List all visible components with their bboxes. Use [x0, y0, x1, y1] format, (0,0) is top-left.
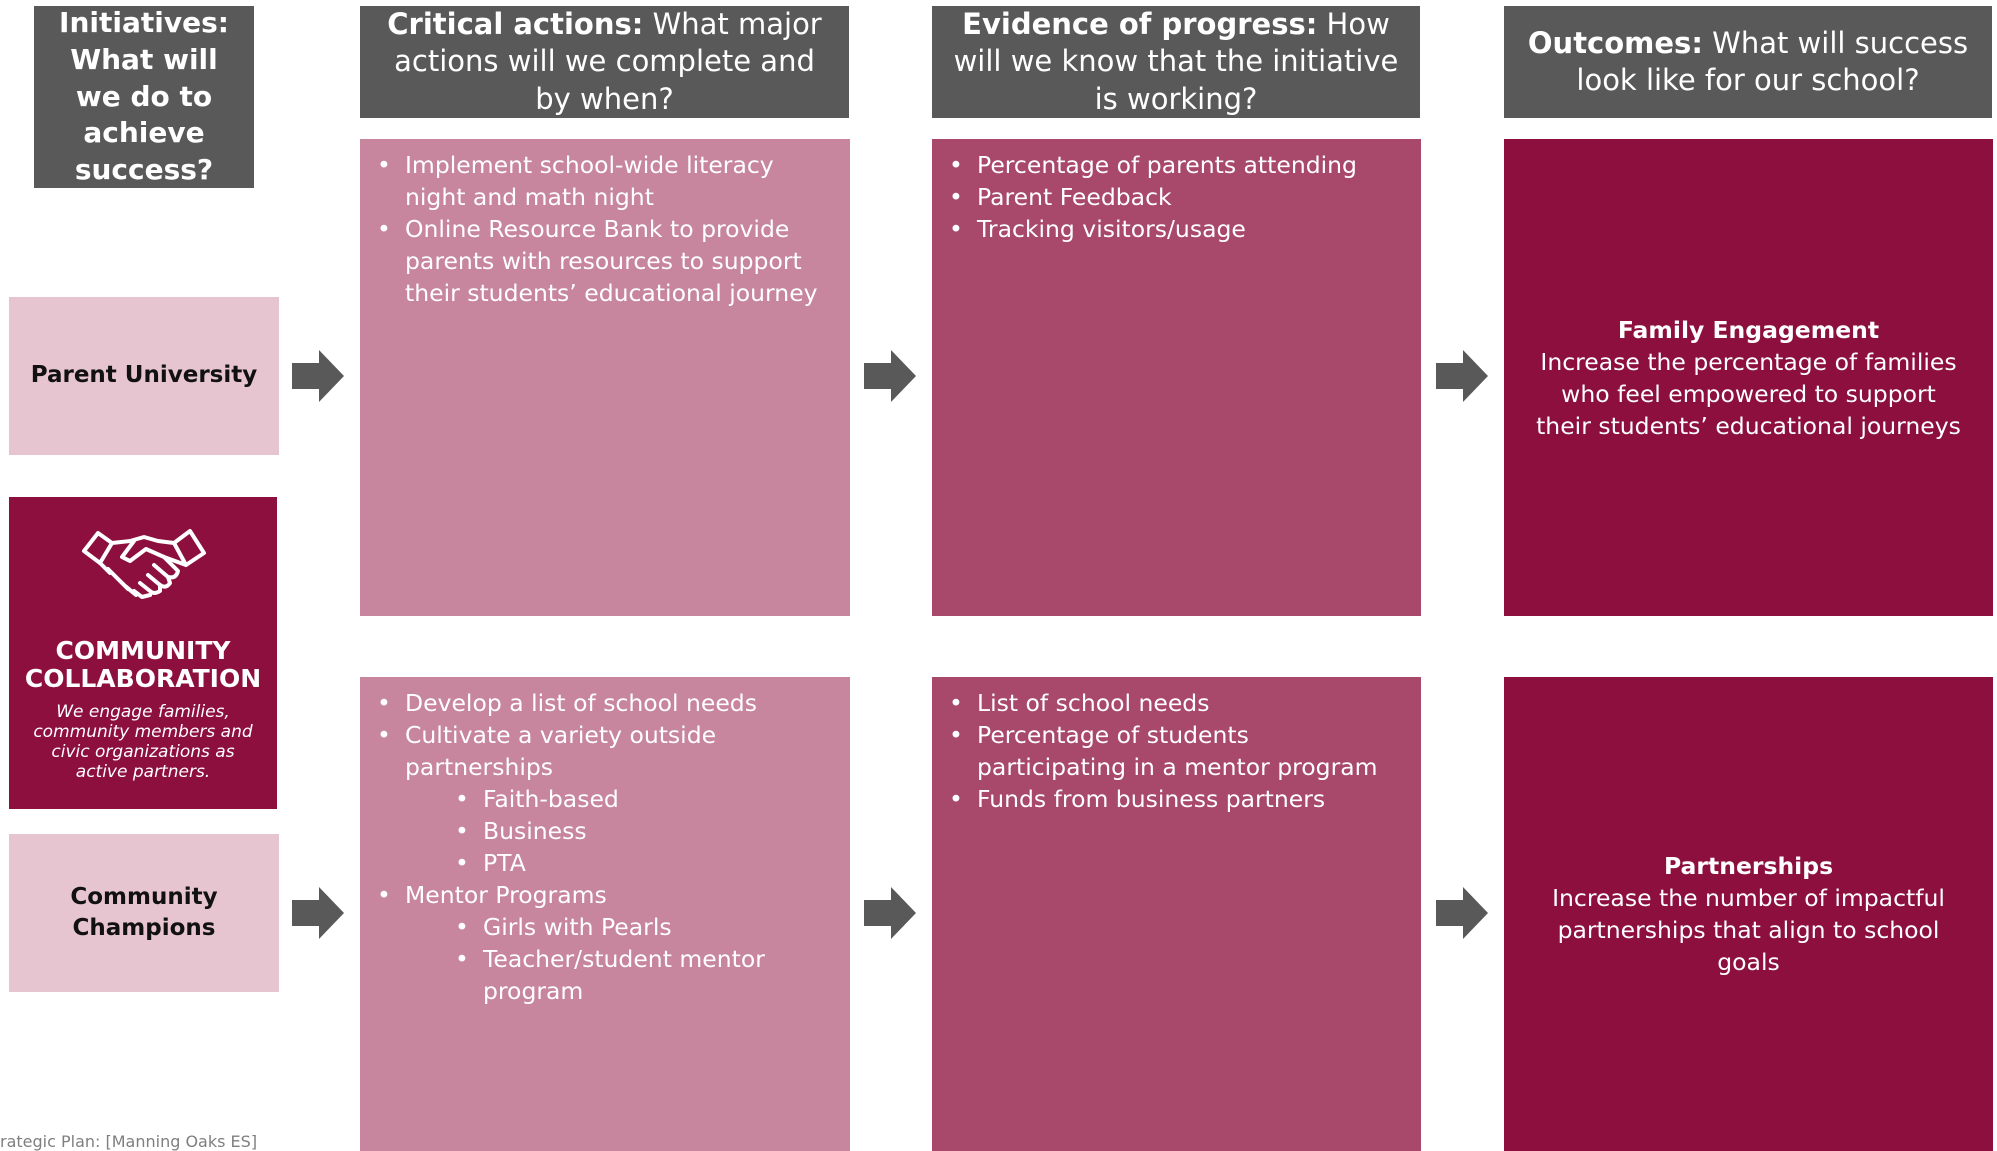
list-item: Business [452, 815, 820, 847]
list-item: Parent Feedback [946, 181, 1399, 213]
evidence-box-parent-university: Percentage of parents attending Parent F… [932, 139, 1421, 616]
header-evidence-question: How will we know that the initiative is … [953, 7, 1399, 116]
arrow-right-icon [292, 887, 344, 939]
initiative-community-champions: Community Champions [9, 834, 279, 992]
arrow-right-icon [1436, 350, 1488, 402]
arrow-right-icon [864, 350, 916, 402]
header-critical-actions-label: Critical actions: [387, 7, 644, 42]
evidence-list: Percentage of parents attending Parent F… [946, 149, 1399, 245]
critical-actions-list: Implement school-wide literacy night and… [374, 149, 820, 309]
header-outcomes: Outcomes: What will success look like fo… [1504, 6, 1992, 118]
header-critical-actions-question: What major actions will we complete and … [394, 7, 822, 116]
list-item: Tracking visitors/usage [946, 213, 1399, 245]
badge-tagline: We engage families, community members an… [33, 702, 253, 782]
critical-actions-list: Develop a list of school needs Cultivate… [374, 687, 820, 1007]
list-item: Cultivate a variety outside partnerships… [374, 719, 820, 879]
list-item: Mentor Programs Girls with Pearls Teache… [374, 879, 820, 1007]
header-critical-actions: Critical actions: What major actions wil… [360, 6, 849, 118]
sub-list: Girls with Pearls Teacher/student mentor… [405, 911, 820, 1007]
list-item: List of school needs [946, 687, 1399, 719]
handshake-icon [82, 529, 206, 599]
outcome-box-partnerships: Partnerships Increase the number of impa… [1504, 677, 1993, 1151]
list-item-text: Mentor Programs [405, 881, 607, 909]
outcome-title: Partnerships [1663, 852, 1834, 880]
list-item: PTA [452, 847, 820, 879]
evidence-box-community-champions: List of school needs Percentage of stude… [932, 677, 1421, 1151]
list-item: Funds from business partners [946, 783, 1399, 815]
evidence-list: List of school needs Percentage of stude… [946, 687, 1399, 815]
list-item: Develop a list of school needs [374, 687, 820, 719]
list-item: Online Resource Bank to provide parents … [374, 213, 820, 309]
critical-actions-box-parent-university: Implement school-wide literacy night and… [360, 139, 850, 616]
arrow-right-icon [292, 350, 344, 402]
header-outcomes-question: What will success look like for our scho… [1576, 25, 1969, 97]
outcome-text: Increase the number of impactful partner… [1552, 884, 1945, 976]
list-item: Teacher/student mentor program [452, 943, 820, 1007]
initiative-parent-university: Parent University [9, 297, 279, 455]
outcome-text: Increase the percentage of families who … [1536, 347, 1961, 440]
header-evidence-label: Evidence of progress: [962, 7, 1318, 42]
badge-title-line1: COMMUNITY [55, 636, 231, 665]
outcome-title: Family Engagement [1617, 315, 1880, 344]
list-item: Percentage of parents attending [946, 149, 1399, 181]
badge-title-line2: COLLABORATION [24, 664, 262, 693]
list-item: Percentage of students participating in … [946, 719, 1399, 783]
list-item-text: Cultivate a variety outside partnerships [405, 721, 717, 781]
header-initiatives: Initiatives: What will we do to achieve … [34, 6, 254, 188]
header-evidence: Evidence of progress: How will we know t… [932, 6, 1420, 118]
outcome-box-family-engagement: Family Engagement Increase the percentag… [1504, 139, 1993, 616]
list-item: Girls with Pearls [452, 911, 820, 943]
arrow-right-icon [1436, 887, 1488, 939]
list-item: Faith-based [452, 783, 820, 815]
sub-list: Faith-based Business PTA [405, 783, 820, 879]
critical-actions-box-community-champions: Develop a list of school needs Cultivate… [360, 677, 850, 1151]
arrow-right-icon [864, 887, 916, 939]
list-item: Implement school-wide literacy night and… [374, 149, 820, 213]
header-outcomes-label: Outcomes: [1527, 25, 1703, 60]
footer-plan-label: rategic Plan: [Manning Oaks ES] [0, 1132, 258, 1151]
community-collaboration-badge: COMMUNITY COLLABORATION We engage famili… [9, 497, 277, 809]
